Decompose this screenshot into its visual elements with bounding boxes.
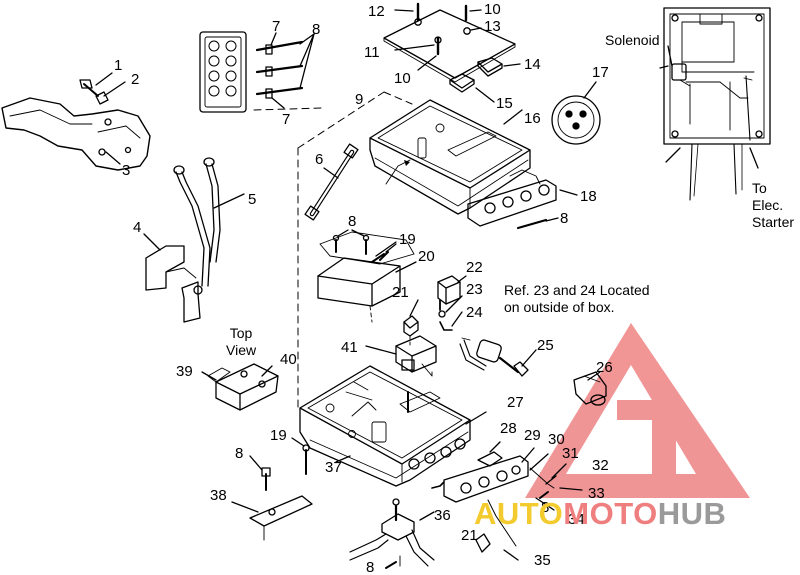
battery-cable (173, 157, 245, 287)
callout-39: 39 (176, 363, 193, 380)
relay-41 (365, 299, 437, 377)
box-lid (383, 2, 521, 103)
callout-3: 3 (122, 162, 131, 179)
to-starter-line-2: Elec. (752, 197, 784, 213)
callout-4: 4 (133, 219, 142, 236)
callout-2: 2 (131, 71, 140, 88)
to-starter-line-3: Starter (752, 214, 795, 230)
callout-32: 32 (592, 457, 609, 474)
callout-40: 40 (280, 351, 297, 368)
solenoid-label: Solenoid (605, 32, 660, 48)
watermark-part-3: HUB (657, 496, 727, 531)
callout-21-relay: 21 (392, 284, 409, 301)
callout-17: 17 (592, 64, 609, 81)
callout-27: 27 (507, 394, 524, 411)
callout-8-strip: 8 (560, 210, 569, 227)
callout-8-fuse-block: 8 (312, 21, 321, 38)
round-cap (551, 81, 601, 145)
callout-7-lower: 7 (282, 111, 291, 128)
reference-note-line-1: Ref. 23 and 24 Located (504, 282, 650, 298)
callout-22: 22 (466, 259, 483, 276)
callout-10-right: 10 (484, 1, 501, 18)
callout-26: 26 (596, 359, 613, 376)
to-starter-line-1: To (752, 180, 767, 196)
callout-10-left: 10 (394, 70, 411, 87)
callout-14: 14 (524, 56, 541, 73)
callout-15: 15 (496, 95, 513, 112)
bottom-sensor (349, 498, 519, 569)
fuse-block-top-view (199, 31, 315, 113)
circuit-breaker (201, 363, 279, 411)
fuse-holder (304, 143, 359, 221)
callout-13: 13 (484, 18, 501, 35)
callout-41: 41 (341, 339, 358, 356)
watermark-part-2: MOTO (563, 496, 658, 531)
callout-35: 35 (534, 552, 551, 569)
solenoid-inset (659, 7, 771, 201)
callout-33: 33 (588, 485, 605, 502)
callout-34: 34 (568, 511, 585, 528)
callout-37: 37 (325, 459, 342, 476)
callout-5: 5 (248, 191, 257, 208)
harness-connector (459, 337, 537, 377)
callout-11: 11 (364, 44, 380, 61)
top-view-label: Top View (226, 325, 256, 359)
callout-38: 38 (210, 487, 227, 504)
callout-18: 18 (580, 188, 597, 205)
mounting-bracket (1, 72, 151, 171)
callout-24: 24 (466, 304, 483, 321)
lower-hardware (231, 437, 313, 541)
callout-8-relay: 8 (348, 213, 357, 230)
callout-1: 1 (114, 57, 123, 74)
callout-36: 36 (434, 507, 451, 524)
callout-6: 6 (315, 151, 324, 168)
callout-19-relay: 19 (399, 231, 416, 248)
callout-9: 9 (355, 91, 364, 108)
relay-module (317, 229, 417, 323)
cable-bracket (143, 233, 203, 323)
callout-21-bottom: 21 (461, 527, 478, 544)
sleeve (573, 371, 607, 406)
starter-relay (437, 275, 467, 331)
watermark-part-1: AUTO (474, 496, 564, 531)
callout-12: 12 (368, 3, 385, 20)
assembly-leader-lines (253, 91, 413, 411)
callout-16: 16 (524, 110, 541, 127)
callout-8-bottom: 8 (366, 559, 375, 575)
upper-electrical-box (369, 99, 578, 230)
reference-note-line-2: on outside of box. (504, 299, 615, 315)
top-view-line-1: Top (229, 325, 253, 341)
callout-19-lower: 19 (270, 427, 287, 444)
reference-note: Ref. 23 and 24 Located on outside of box… (504, 282, 650, 316)
watermark-logo: AUTOMOTOHUB (474, 496, 726, 532)
callout-8-lower-left: 8 (235, 445, 244, 462)
top-view-line-2: View (226, 342, 257, 358)
callout-30: 30 (548, 431, 565, 448)
grommet-plate (431, 441, 583, 511)
callout-8-plate: 8 (541, 499, 550, 516)
callout-28: 28 (500, 420, 517, 437)
callout-20: 20 (418, 248, 435, 265)
lower-electrical-box (299, 365, 487, 487)
callout-25: 25 (537, 337, 554, 354)
to-starter-label: To Elec. Starter (752, 180, 794, 231)
callout-7-upper: 7 (272, 18, 281, 35)
callout-31: 31 (562, 445, 579, 462)
callout-29: 29 (524, 427, 541, 444)
callout-23: 23 (466, 281, 483, 298)
